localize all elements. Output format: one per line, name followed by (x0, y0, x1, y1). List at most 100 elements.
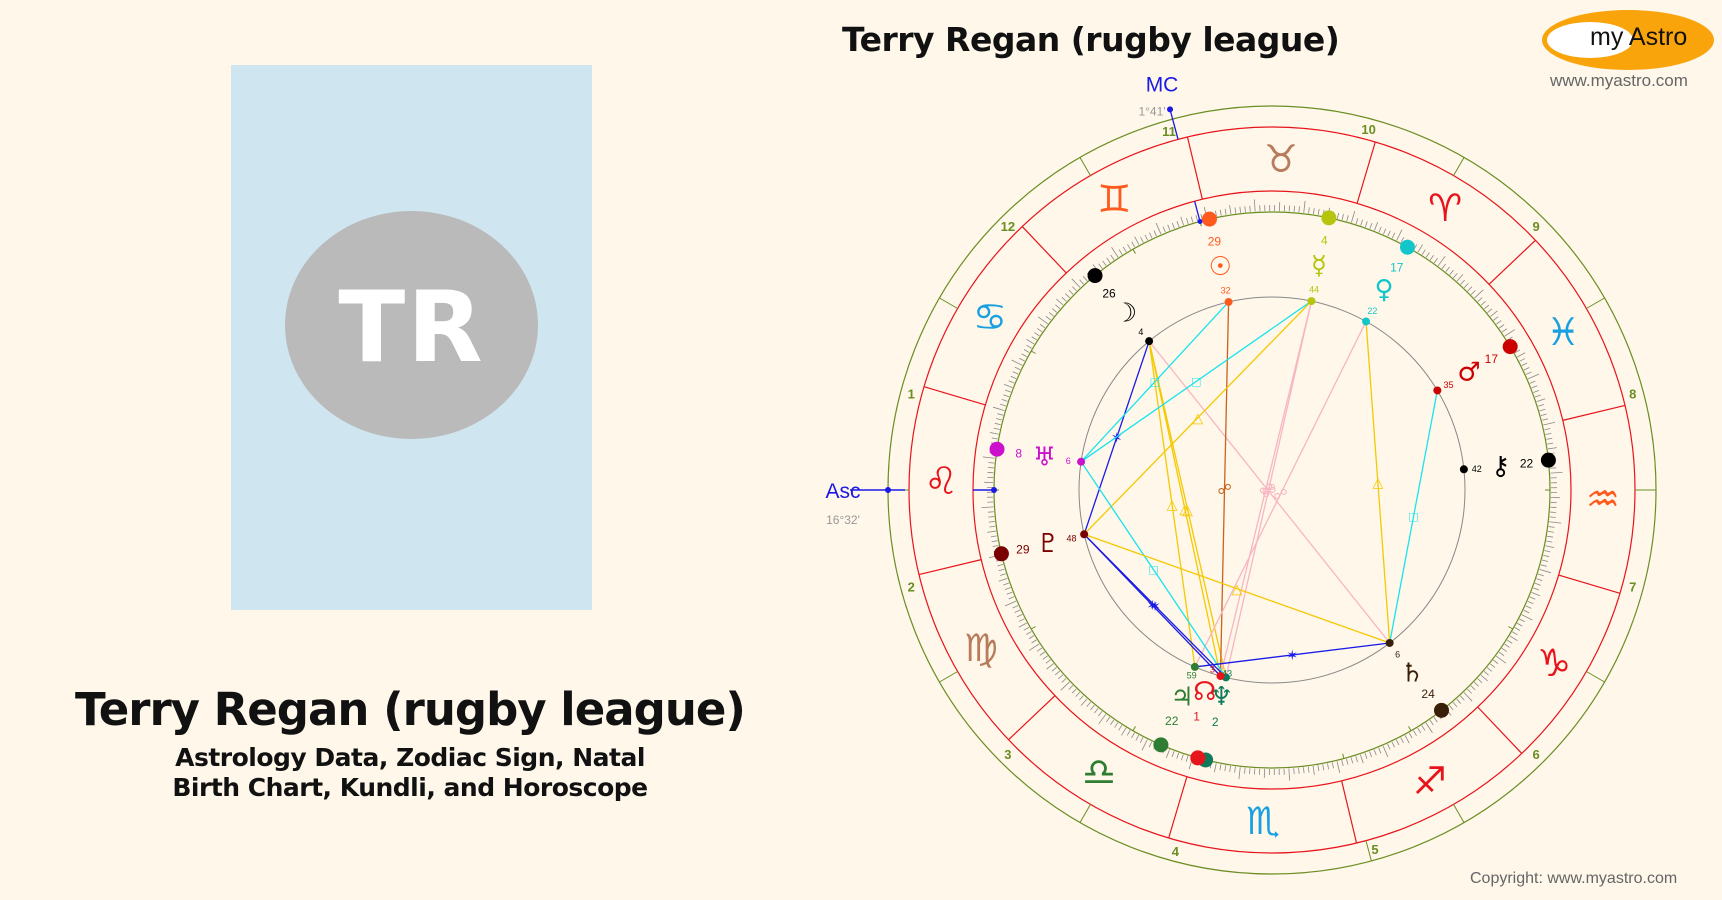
degree-tick (1483, 671, 1489, 676)
degree-tick (1456, 274, 1464, 282)
planet-north-node-marker (1190, 750, 1206, 766)
degree-tick (1336, 212, 1340, 219)
planet-mars-icon: ♂ (1457, 357, 1480, 387)
degree-tick (1254, 199, 1256, 212)
degree-tick (1369, 222, 1373, 229)
degree-tick (1012, 605, 1019, 609)
degree-tick (1529, 596, 1536, 600)
degree-tick (1102, 260, 1107, 266)
degree-tick (1046, 663, 1054, 670)
degree-tick (1106, 716, 1111, 723)
degree-tick (1127, 244, 1131, 250)
asc-marker (885, 487, 891, 493)
degree-tick (1544, 428, 1551, 431)
degree-tick (1224, 208, 1227, 215)
degree-tick (1539, 408, 1546, 412)
degree-tick (1171, 751, 1175, 758)
degree-tick (1477, 297, 1483, 302)
degree-tick (1001, 399, 1008, 402)
planet-neptune-minute: 43 (1222, 669, 1232, 679)
degree-tick (1162, 226, 1166, 233)
planet-mars-minute: 35 (1443, 380, 1453, 390)
degree-tick (1545, 432, 1552, 435)
planet-pluto-minute: 48 (1066, 533, 1076, 543)
degree-tick (1322, 764, 1325, 771)
aspect-line-opposition (1225, 300, 1313, 678)
degree-tick (1118, 725, 1123, 731)
aspect-line-opposition (1194, 321, 1367, 668)
degree-tick (1023, 349, 1030, 353)
degree-tick (1547, 447, 1557, 450)
degree-tick (1504, 329, 1515, 337)
degree-tick (1400, 737, 1404, 744)
planet-north-node-minute: 3 (1210, 664, 1215, 674)
degree-tick (1521, 362, 1528, 367)
degree-tick (1404, 735, 1410, 744)
degree-tick (1167, 224, 1171, 231)
degree-tick (1086, 701, 1091, 707)
degree-tick (1378, 226, 1382, 233)
subtitle-line-1: Astrology Data, Zodiac Sign, Natal (175, 743, 645, 772)
myastro-logo[interactable]: my Astro (1542, 10, 1714, 70)
degree-tick (1239, 206, 1241, 213)
degree-tick (1429, 254, 1434, 261)
degree-tick (997, 564, 1004, 567)
degree-tick (1244, 206, 1246, 213)
degree-tick (1360, 219, 1363, 226)
sign-boundary-line (1008, 695, 1056, 741)
degree-tick (1550, 472, 1563, 474)
sign-boundary-line (1341, 780, 1358, 844)
degree-tick (1547, 531, 1554, 533)
degree-tick (1396, 229, 1403, 241)
degree-tick (1288, 768, 1290, 781)
aspect-line-square (1080, 301, 1230, 463)
house-number-2: 2 (908, 580, 915, 595)
house-cusp-inner-line (1132, 248, 1136, 254)
planet-saturn-degree: 24 (1421, 687, 1435, 701)
planet-pluto-icon: ♇ (1036, 529, 1059, 559)
degree-tick (1126, 730, 1131, 736)
degree-tick (1140, 236, 1144, 243)
degree-tick (1378, 747, 1382, 754)
aspect-trine-icon: △ (1167, 496, 1178, 512)
degree-tick (1111, 247, 1119, 258)
degree-tick (1061, 678, 1067, 683)
degree-tick (1525, 371, 1532, 375)
degree-tick (1026, 344, 1032, 349)
degree-tick (1214, 763, 1217, 773)
degree-tick (1061, 297, 1067, 302)
degree-tick (1523, 367, 1530, 371)
zodiac-sign-scorpio-icon: ♏ (1246, 799, 1280, 843)
degree-tick (1110, 719, 1115, 726)
degree-tick (1195, 215, 1198, 222)
degree-tick (981, 506, 994, 508)
degree-tick (1364, 221, 1368, 228)
degree-tick (1003, 383, 1013, 388)
degree-tick (1534, 582, 1541, 586)
house-cusp-inner-line (1030, 626, 1036, 630)
planet-sun-aspect-point (1224, 297, 1233, 306)
planet-uranus-degree: 8 (1015, 446, 1022, 460)
degree-tick (1019, 357, 1025, 362)
planet-uranus-marker (989, 441, 1005, 457)
degree-tick (1008, 380, 1015, 384)
aspect-sextile-icon: ✶ (1149, 598, 1161, 614)
degree-tick (1433, 257, 1438, 264)
degree-tick (1437, 255, 1446, 267)
degree-tick (1042, 655, 1048, 660)
aspect-line-opposition (1219, 300, 1313, 677)
planet-moon-degree: 26 (1102, 287, 1116, 301)
logo-url-link[interactable]: www.myastro.com (1550, 71, 1688, 90)
degree-tick (1383, 228, 1387, 235)
degree-tick (1400, 237, 1405, 243)
degree-tick (1474, 289, 1484, 299)
degree-tick (988, 521, 995, 523)
house-number-9: 9 (1532, 219, 1539, 234)
degree-tick (1186, 218, 1189, 224)
degree-tick (1355, 756, 1358, 762)
degree-tick (1501, 647, 1508, 652)
degree-tick (992, 406, 1005, 411)
aspect-line-sextile (1083, 533, 1227, 678)
degree-tick (1498, 651, 1505, 656)
